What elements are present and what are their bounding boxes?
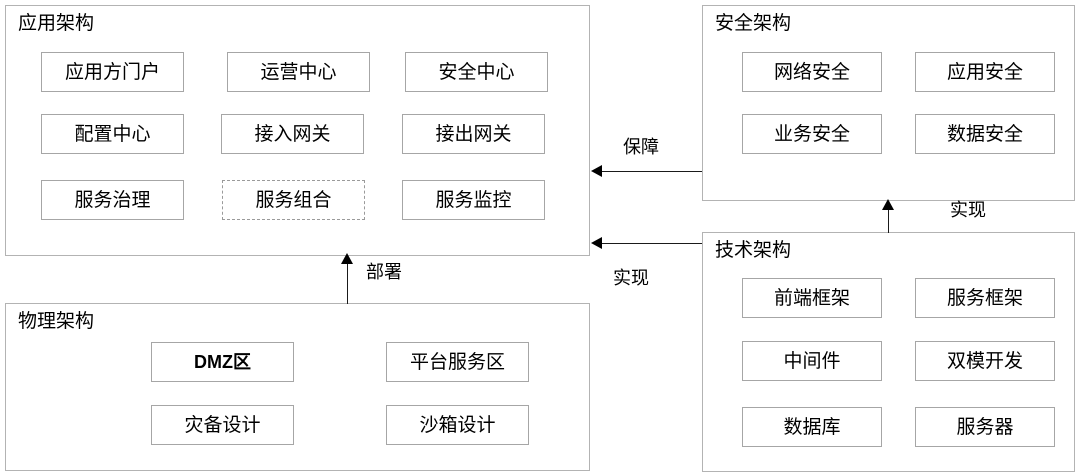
node-disaster-recovery-design[interactable]: 灾备设计	[151, 405, 294, 445]
node-server[interactable]: 服务器	[915, 407, 1055, 447]
node-application-portal[interactable]: 应用方门户	[41, 52, 184, 92]
node-egress-gateway[interactable]: 接出网关	[402, 114, 545, 154]
node-ingress-gateway[interactable]: 接入网关	[221, 114, 364, 154]
connector-technology-to-application-line	[602, 243, 702, 244]
connector-label-security-to-application: 保障	[623, 137, 659, 157]
node-service-composition[interactable]: 服务组合	[222, 180, 365, 220]
node-config-center[interactable]: 配置中心	[41, 114, 184, 154]
region-technology-architecture[interactable]: 技术架构 前端框架 服务框架 中间件 双模开发 数据库 服务器	[702, 232, 1075, 472]
region-title-security: 安全架构	[715, 13, 792, 34]
node-dual-mode-development[interactable]: 双模开发	[915, 341, 1055, 381]
connector-security-to-application-line	[602, 171, 702, 172]
connector-label-technology-to-application: 实现	[613, 268, 649, 288]
node-service-governance[interactable]: 服务治理	[41, 180, 184, 220]
connector-technology-to-security-arrowhead	[882, 199, 894, 210]
node-data-security[interactable]: 数据安全	[915, 114, 1055, 154]
node-business-security[interactable]: 业务安全	[742, 114, 882, 154]
node-database[interactable]: 数据库	[742, 407, 882, 447]
node-sandbox-design[interactable]: 沙箱设计	[386, 405, 529, 445]
node-operation-center[interactable]: 运营中心	[227, 52, 370, 92]
node-middleware[interactable]: 中间件	[742, 341, 882, 381]
region-application-architecture[interactable]: 应用架构 应用方门户 运营中心 安全中心 配置中心 接入网关 接出网关 服务治理…	[5, 5, 590, 256]
connector-technology-to-application-arrowhead	[591, 237, 602, 249]
node-network-security[interactable]: 网络安全	[742, 52, 882, 92]
node-frontend-framework[interactable]: 前端框架	[742, 278, 882, 318]
connector-label-physical-to-application: 部署	[366, 262, 402, 282]
node-application-security[interactable]: 应用安全	[915, 52, 1055, 92]
connector-label-technology-to-security: 实现	[950, 200, 986, 220]
region-title-technology: 技术架构	[715, 240, 792, 261]
node-service-framework[interactable]: 服务框架	[915, 278, 1055, 318]
node-security-center[interactable]: 安全中心	[405, 52, 548, 92]
connector-physical-to-application-line	[347, 261, 348, 304]
node-dmz-zone[interactable]: DMZ区	[151, 342, 294, 382]
node-platform-service-zone[interactable]: 平台服务区	[386, 342, 529, 382]
connector-security-to-application-arrowhead	[591, 165, 602, 177]
region-physical-architecture[interactable]: 物理架构 DMZ区 平台服务区 灾备设计 沙箱设计	[5, 303, 590, 471]
node-service-monitoring[interactable]: 服务监控	[402, 180, 545, 220]
connector-technology-to-security-line	[888, 206, 889, 233]
region-title-application: 应用架构	[18, 13, 95, 34]
region-security-architecture[interactable]: 安全架构 网络安全 应用安全 业务安全 数据安全	[702, 5, 1075, 201]
region-title-physical: 物理架构	[18, 311, 95, 332]
connector-physical-to-application-arrowhead	[341, 253, 353, 264]
